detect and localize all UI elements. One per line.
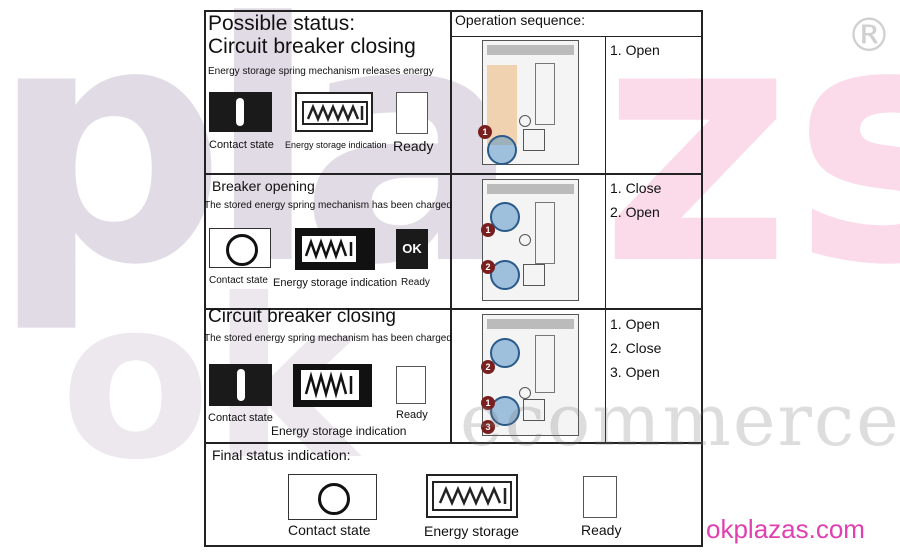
final-energy-indicator (426, 474, 518, 518)
device-port (523, 129, 545, 151)
row2-step-badge-1: 1 (481, 223, 495, 237)
row3-step-badge-1: 1 (481, 396, 495, 410)
row1-step-badge-1: 1 (478, 125, 492, 139)
operation-sequence-heading: Operation sequence: (455, 12, 585, 28)
ok-label: OK (402, 241, 422, 256)
device-knob (519, 234, 531, 246)
device-top (487, 45, 574, 55)
row2-subtitle: The stored energy spring mechanism has b… (204, 200, 452, 211)
row3-step-2: 2. Close (610, 340, 662, 356)
row2-hand-icon-1 (490, 202, 520, 232)
row2-hand-icon-2 (490, 260, 520, 290)
device-knob (519, 387, 531, 399)
table-border-right (701, 10, 703, 547)
device-window (535, 63, 555, 125)
device-window (535, 335, 555, 393)
row1-contact-indicator (209, 92, 272, 132)
row3-step-3: 3. Open (610, 364, 660, 380)
device-panel (487, 65, 517, 145)
row2-energy-label: Energy storage indication (273, 277, 398, 289)
row1-subtitle: Energy storage spring mechanism releases… (208, 66, 434, 77)
possible-status-heading: Possible status: (208, 12, 356, 35)
row3-title: Circuit breaker closing (208, 306, 396, 327)
row2-ready-indicator: OK (396, 229, 428, 269)
table-border-top (205, 10, 703, 12)
final-ready-label: Ready (581, 522, 622, 538)
row1-energy-indicator (295, 92, 373, 132)
spring-icon (432, 481, 512, 511)
device-port (523, 264, 545, 286)
step-column-divider (605, 37, 606, 443)
row2-contact-label: Contact state (209, 275, 268, 286)
row3-contact-label: Contact state (208, 412, 273, 424)
row3-subtitle: The stored energy spring mechanism has b… (204, 333, 452, 344)
row-divider-3 (204, 442, 703, 444)
row1-ready-indicator (396, 92, 428, 134)
table-border-left (204, 10, 206, 547)
row3-contact-indicator (209, 364, 272, 406)
row3-ready-indicator (396, 366, 426, 404)
row1-contact-label: Contact state (209, 139, 274, 151)
final-contact-label: Contact state (288, 522, 371, 538)
device-top (487, 184, 574, 194)
row2-step-2: 2. Open (610, 204, 660, 220)
row2-ready-label: Ready (401, 277, 430, 288)
row1-ready-label: Ready (393, 138, 434, 154)
device-knob (519, 115, 531, 127)
row2-step-badge-2: 2 (481, 260, 495, 274)
final-ready-indicator (583, 476, 617, 518)
final-contact-indicator (288, 474, 377, 520)
row1-step-1: 1. Open (610, 42, 660, 58)
final-energy-label: Energy storage (424, 523, 519, 539)
spring-icon (302, 236, 356, 262)
device-port (523, 399, 545, 421)
row3-step-badge-3: 3 (481, 420, 495, 434)
spring-icon (301, 370, 359, 400)
watermark-registered: ® (846, 8, 892, 62)
row1-energy-label: Energy storage indication (285, 140, 387, 150)
row3-energy-indicator (293, 364, 372, 407)
row2-title: Breaker opening (212, 178, 315, 194)
row2-energy-indicator (295, 228, 375, 270)
watermark-site: okplazas.com (706, 514, 865, 544)
row3-step-badge-2: 2 (481, 360, 495, 374)
device-top (487, 319, 574, 329)
row3-ready-label: Ready (396, 409, 428, 421)
open-circle-icon (318, 483, 350, 515)
column-divider (450, 10, 452, 443)
header-divider (451, 36, 703, 37)
row-divider-2 (204, 308, 703, 310)
row3-energy-label: Energy storage indication (271, 424, 407, 438)
row2-step-1: 1. Close (610, 180, 662, 196)
device-window (535, 202, 555, 264)
row3-hand-icon-1 (490, 338, 520, 368)
final-status-title: Final status indication: (212, 447, 351, 463)
closed-bar-icon (237, 369, 245, 401)
row-divider-1 (204, 173, 703, 175)
closed-bar-icon (236, 98, 244, 126)
row3-step-1: 1. Open (610, 316, 660, 332)
row1-title: Circuit breaker closing (208, 35, 416, 58)
row2-contact-indicator (209, 228, 271, 268)
table-border-bottom (204, 545, 703, 547)
open-circle-icon (226, 234, 258, 266)
spring-icon (302, 101, 368, 125)
row3-hand-icon-2 (490, 396, 520, 426)
row1-hand-icon (487, 135, 517, 165)
